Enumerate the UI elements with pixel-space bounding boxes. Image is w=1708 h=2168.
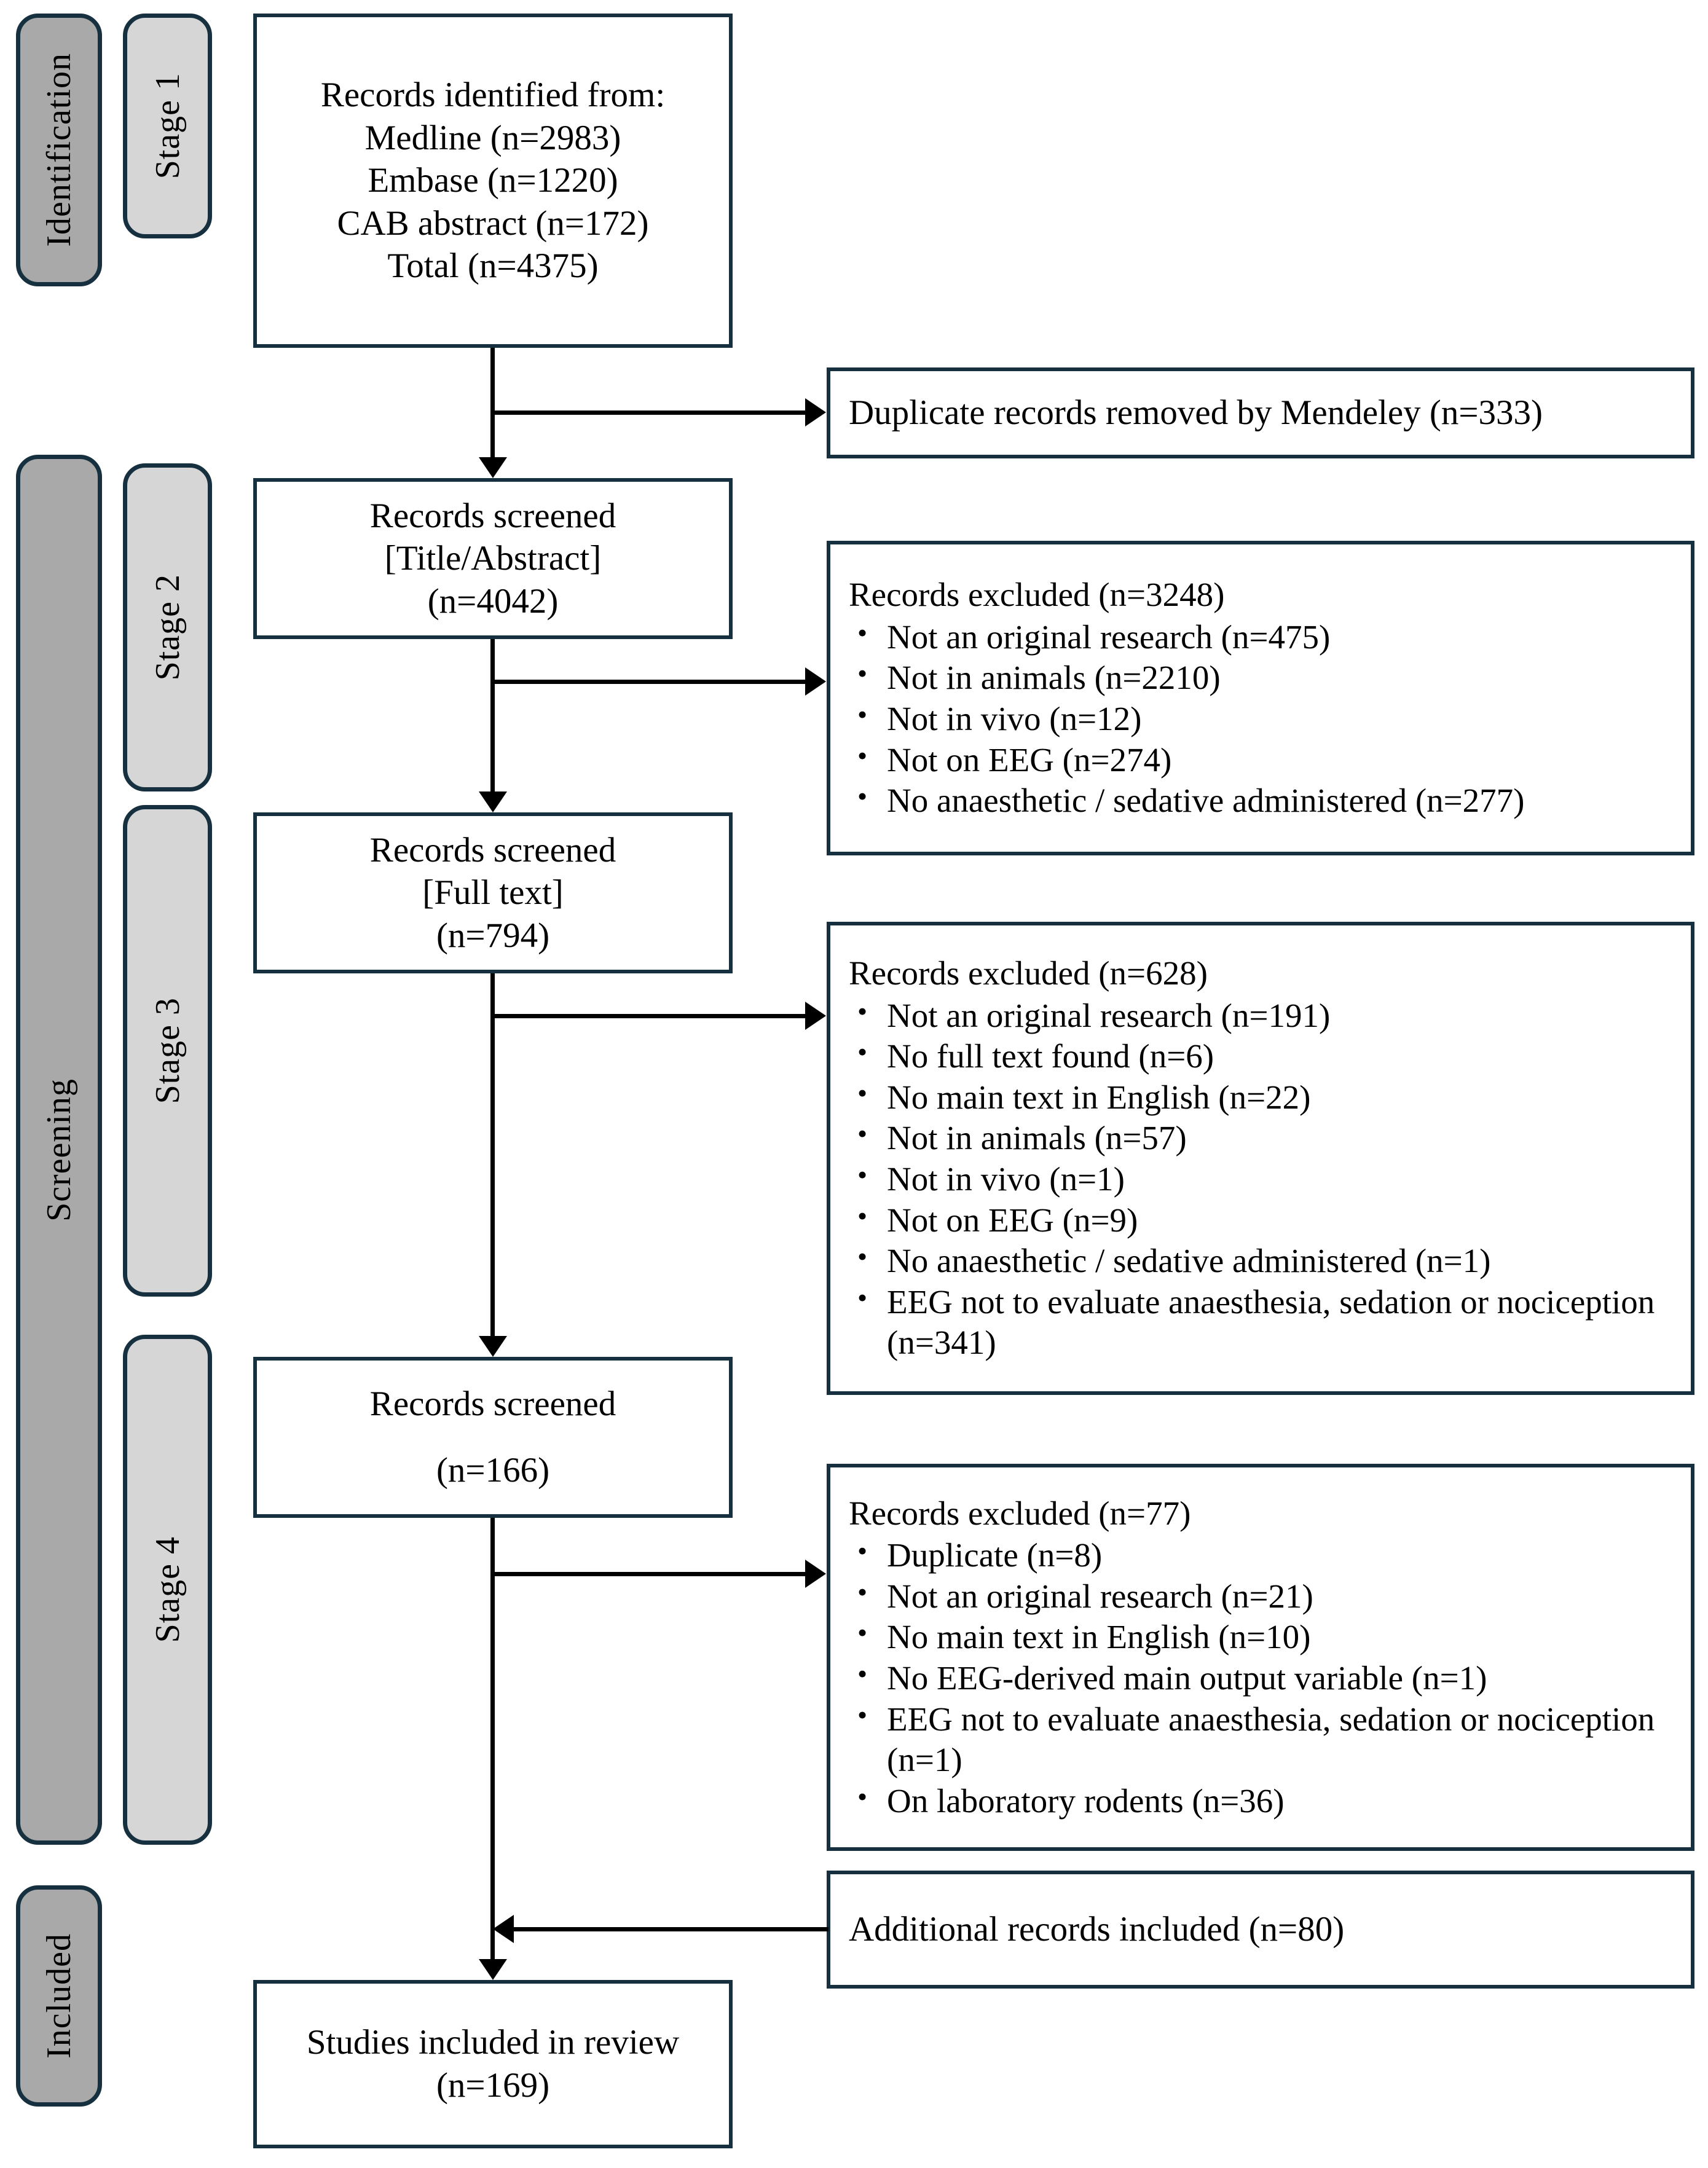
arrowhead-to-duplicates (805, 398, 826, 426)
stage-pill-1: Stage 1 (123, 14, 212, 238)
phase-label-screening: Screening (40, 1078, 78, 1222)
included-line1: Studies included in review (306, 2023, 680, 2062)
stage-pill-2: Stage 2 (123, 463, 212, 791)
box-records-screened-stage4: Records screened (n=166) (253, 1357, 733, 1518)
arrowhead-additional-records-merge (493, 1915, 514, 1943)
box-exclusions-stage3: Records excluded (n=628) Not an original… (827, 922, 1694, 1395)
identified-source-medline: Medline (n=2983) (364, 118, 621, 157)
exclusions-stage4-header: Records excluded (n=77) (849, 1494, 1191, 1532)
box-records-screened-title-abstract: Records screened [Title/Abstract] (n=404… (253, 478, 733, 639)
identified-source-cab: CAB abstract (n=172) (337, 203, 649, 243)
list-item: Not in vivo (n=1) (849, 1158, 1675, 1200)
list-item: No EEG-derived main output variable (n=1… (849, 1657, 1675, 1699)
stage-pill-3: Stage 3 (123, 805, 212, 1297)
list-item: Duplicate (n=8) (849, 1534, 1675, 1576)
list-item: No anaesthetic / sedative administered (… (849, 779, 1675, 822)
phase-pill-included: Included (16, 1885, 102, 2107)
list-item: Not in animals (n=2210) (849, 656, 1675, 699)
box-exclusions-stage4: Records excluded (n=77) Duplicate (n=8) … (827, 1464, 1694, 1851)
arrowhead-to-stage3-exclusions (805, 1002, 826, 1030)
screened-ta-line1: Records screened (369, 496, 616, 535)
arrowhead-into-screened-s4 (479, 1336, 507, 1357)
duplicates-removed-text: Duplicate records removed by Mendeley (n… (849, 393, 1543, 432)
connector-identified-to-screened (490, 348, 495, 458)
list-item: EEG not to evaluate anaesthesia, sedatio… (849, 1281, 1675, 1364)
additional-records-text: Additional records included (n=80) (849, 1909, 1345, 1949)
list-item: Not on EEG (n=274) (849, 739, 1675, 781)
screened-s4-line1: Records screened (369, 1384, 616, 1424)
list-item: No anaesthetic / sedative administered (… (849, 1239, 1675, 1282)
connector-screened-s4-down (490, 1518, 495, 1959)
arrowhead-into-screened-ft (479, 791, 507, 812)
phase-pill-screening: Screening (16, 455, 102, 1845)
screened-ft-line2: [Full text] (422, 873, 564, 913)
connector-additional-records (514, 1927, 828, 1931)
stage-label-1: Stage 1 (148, 73, 187, 179)
arrowhead-to-stage2-exclusions (805, 667, 826, 696)
list-item: No main text in English (n=22) (849, 1076, 1675, 1118)
connector-screened-ft-down (490, 973, 495, 1336)
list-item: Not in vivo (n=12) (849, 697, 1675, 740)
box-duplicates-removed: Duplicate records removed by Mendeley (n… (827, 367, 1694, 458)
screened-s4-line2: (n=166) (436, 1451, 550, 1490)
screened-ft-line3: (n=794) (436, 916, 550, 955)
stage-label-2: Stage 2 (148, 574, 187, 681)
connector-screened-ta-down (490, 639, 495, 791)
exclusions-stage2-header: Records excluded (n=3248) (849, 576, 1225, 614)
stage-label-4: Stage 4 (148, 1536, 187, 1643)
screened-ta-line2: [Title/Abstract] (384, 539, 602, 578)
box-records-screened-full-text: Records screened [Full text] (n=794) (253, 812, 733, 973)
included-line2: (n=169) (436, 2066, 550, 2105)
connector-branch-to-duplicates (490, 410, 805, 415)
identified-title: Records identified from: (320, 76, 666, 115)
exclusions-stage2-list: Not an original research (n=475) Not in … (849, 616, 1675, 822)
exclusions-stage4-list: Duplicate (n=8) Not an original research… (849, 1534, 1675, 1822)
box-studies-included: Studies included in review (n=169) (253, 1980, 733, 2148)
stage-pill-4: Stage 4 (123, 1335, 212, 1845)
list-item: EEG not to evaluate anaesthesia, sedatio… (849, 1698, 1675, 1781)
phase-label-included: Included (40, 1933, 78, 2059)
box-exclusions-stage2: Records excluded (n=3248) Not an origina… (827, 541, 1694, 855)
box-records-identified: Records identified from: Medline (n=2983… (253, 14, 733, 348)
identified-source-embase: Embase (n=1220) (368, 161, 618, 200)
box-additional-records: Additional records included (n=80) (827, 1871, 1694, 1989)
list-item: Not an original research (n=191) (849, 994, 1675, 1037)
list-item: Not an original research (n=21) (849, 1575, 1675, 1617)
list-item: No full text found (n=6) (849, 1035, 1675, 1077)
exclusions-stage3-header: Records excluded (n=628) (849, 954, 1208, 992)
list-item: Not on EEG (n=9) (849, 1199, 1675, 1241)
exclusions-stage3-list: Not an original research (n=191) No full… (849, 994, 1675, 1364)
arrowhead-to-stage4-exclusions (805, 1560, 826, 1588)
connector-branch-to-stage4-exclusions (490, 1572, 805, 1576)
phase-pill-identification: Identification (16, 14, 102, 286)
screened-ft-line1: Records screened (369, 830, 616, 870)
arrowhead-into-included (479, 1959, 507, 1980)
connector-branch-to-stage2-exclusions (490, 680, 805, 684)
list-item: Not an original research (n=475) (849, 616, 1675, 658)
arrowhead-into-screened-ta (479, 457, 507, 478)
phase-label-identification: Identification (40, 53, 78, 247)
stage-label-3: Stage 3 (148, 997, 187, 1104)
connector-branch-to-stage3-exclusions (490, 1014, 805, 1018)
screened-ta-line3: (n=4042) (427, 581, 559, 621)
list-item: No main text in English (n=10) (849, 1616, 1675, 1658)
list-item: Not in animals (n=57) (849, 1117, 1675, 1159)
identified-source-total: Total (n=4375) (387, 246, 599, 286)
list-item: On laboratory rodents (n=36) (849, 1780, 1675, 1822)
